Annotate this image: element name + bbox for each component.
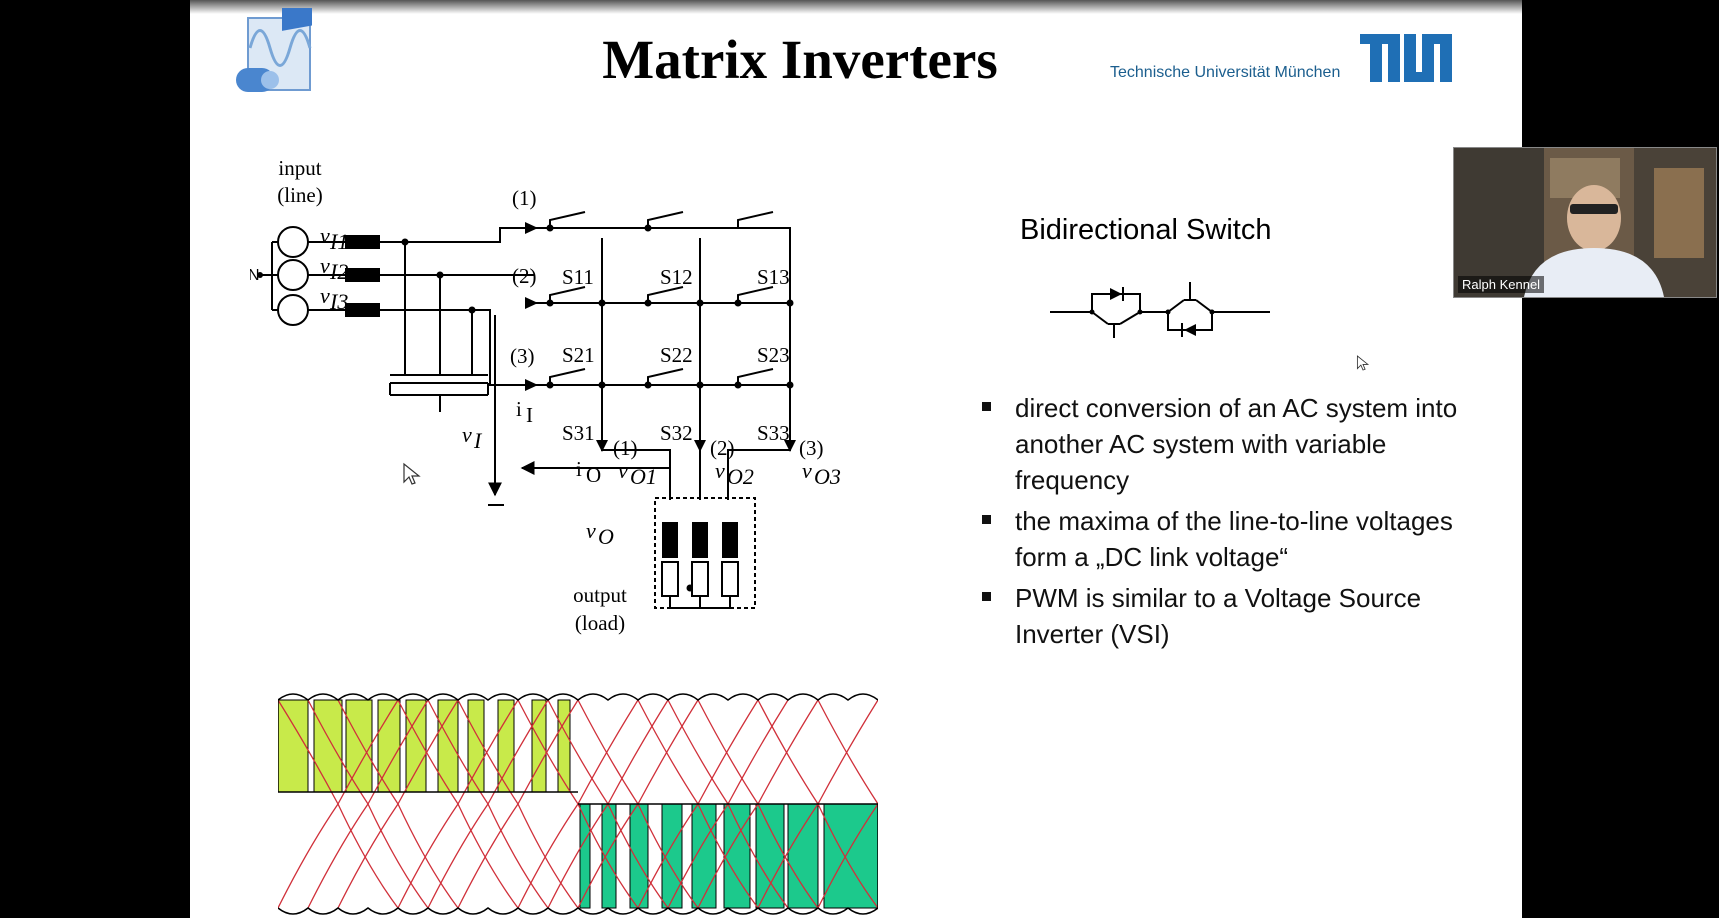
- switch-s13: S13: [757, 265, 790, 289]
- output-voltage-1: v: [618, 458, 628, 483]
- presentation-slide: Matrix Inverters Technische Universität …: [190, 0, 1522, 918]
- slide-title: Matrix Inverters: [602, 29, 998, 90]
- slide-top-shadow: [190, 0, 1522, 14]
- bullet-text: the maxima of the line-to-line voltages …: [1015, 506, 1453, 572]
- input-voltage-sub: I: [473, 428, 483, 453]
- bullet-marker: [982, 402, 991, 411]
- source-voltage-3: v: [320, 283, 330, 308]
- input-line-3: (3): [510, 344, 535, 368]
- participant-name: Ralph Kennel: [1458, 276, 1545, 293]
- matrix-converter-circuit: input (line) N v I1 v I2 v I3 (1) (2) (3…: [250, 156, 841, 635]
- output-line-2: (2): [710, 436, 735, 460]
- bullet-text: PWM is similar to a Voltage Source Inver…: [1015, 583, 1422, 649]
- output-label: output: [573, 583, 627, 607]
- bullet-text: direct conversion of an AC system into a…: [1015, 393, 1458, 495]
- switch-s23: S23: [757, 343, 790, 367]
- drive-logo-icon: [236, 8, 312, 92]
- output-voltage-1-sub: O1: [630, 464, 657, 489]
- source-voltage-3-sub: I3: [329, 289, 348, 314]
- output-current-sub: O: [586, 463, 601, 487]
- source-voltage-1: v: [320, 223, 330, 248]
- mouse-pointer-icon: [1356, 355, 1370, 371]
- source-voltage-1-sub: I1: [329, 229, 348, 254]
- participant-video-tile[interactable]: Ralph Kennel: [1453, 147, 1717, 298]
- input-label: input: [278, 156, 321, 180]
- bullet-item: the maxima of the line-to-line voltages …: [965, 503, 1485, 575]
- input-line-2: (2): [512, 264, 537, 288]
- tum-logo: [1360, 34, 1452, 82]
- lower-envelope-pwm: [579, 803, 878, 909]
- switch-s21: S21: [562, 343, 595, 367]
- output-current: i: [576, 457, 582, 481]
- switch-s12: S12: [660, 265, 693, 289]
- bidirectional-switch-symbol: [1050, 282, 1270, 338]
- bullet-list: direct conversion of an AC system into a…: [965, 390, 1485, 657]
- university-name: Technische Universität München: [1110, 64, 1341, 81]
- bullet-marker: [982, 515, 991, 524]
- switch-s22: S22: [660, 343, 693, 367]
- envelope-outline: [278, 693, 878, 915]
- switch-s11: S11: [562, 265, 594, 289]
- mouse-pointer-icon: [403, 462, 421, 485]
- bidirectional-switch-title: Bidirectional Switch: [1020, 214, 1272, 246]
- three-phase-sine-curves: [278, 699, 878, 909]
- input-voltage: v: [462, 422, 472, 447]
- switch-s31: S31: [562, 421, 595, 445]
- neutral-label: N: [250, 267, 260, 284]
- upper-envelope-pwm: [278, 699, 571, 793]
- input-current: i: [516, 397, 522, 421]
- output-voltage: v: [586, 518, 596, 543]
- participant-video-feed: [1454, 148, 1716, 297]
- source-voltage-2-sub: I2: [329, 259, 348, 284]
- input-label-line: (line): [277, 183, 322, 207]
- source-voltage-2: v: [320, 253, 330, 278]
- output-voltage-3: v: [802, 458, 812, 483]
- output-label-load: (load): [575, 611, 625, 635]
- bullet-item: PWM is similar to a Voltage Source Inver…: [965, 580, 1485, 652]
- switch-s33: S33: [757, 421, 790, 445]
- output-line-3: (3): [799, 436, 824, 460]
- output-voltage-3-sub: O3: [814, 464, 841, 489]
- input-line-1: (1): [512, 186, 537, 210]
- input-current-sub: I: [526, 403, 533, 427]
- bullet-item: direct conversion of an AC system into a…: [965, 390, 1485, 498]
- pwm-waveforms: [278, 693, 878, 915]
- switch-s32: S32: [660, 421, 693, 445]
- output-line-1: (1): [613, 436, 638, 460]
- bullet-marker: [982, 592, 991, 601]
- output-voltage-sub: O: [598, 524, 614, 549]
- output-voltage-2: v: [715, 458, 725, 483]
- output-voltage-2-sub: O2: [727, 464, 754, 489]
